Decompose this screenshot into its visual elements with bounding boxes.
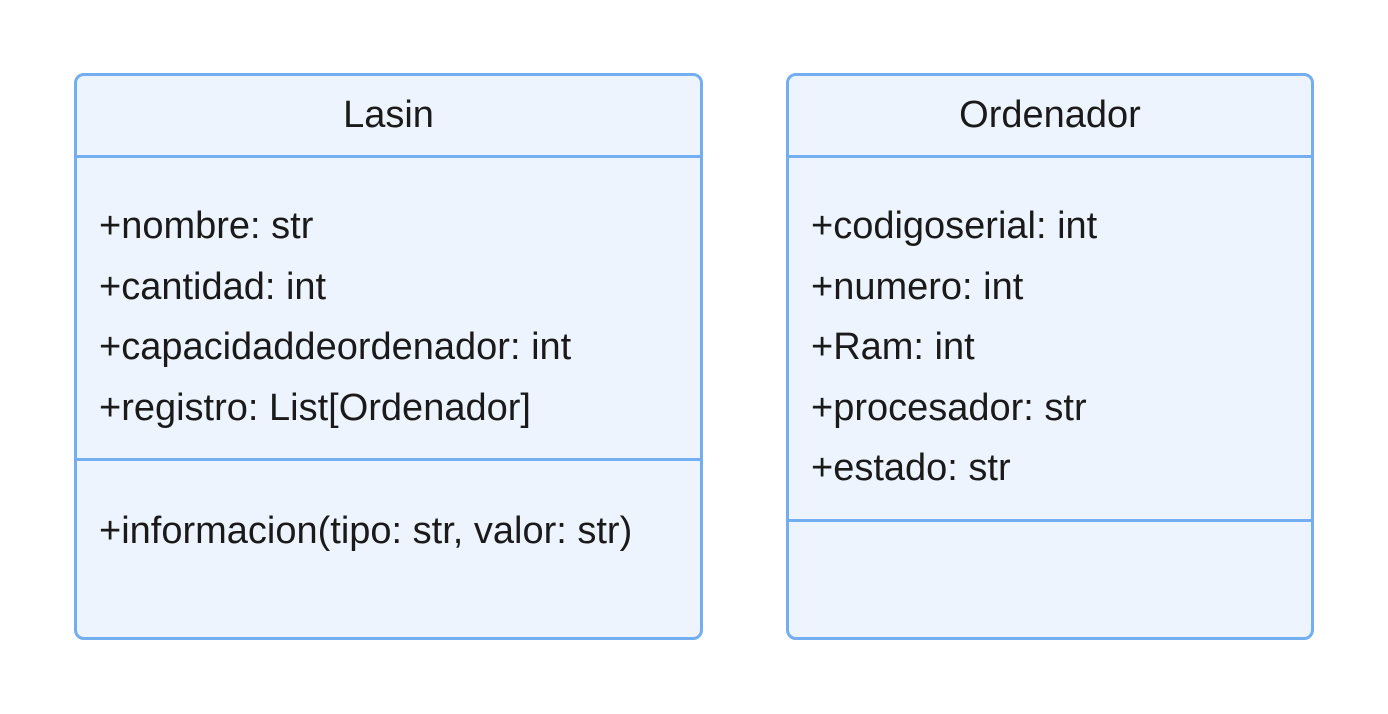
method-informacion: +informacion(tipo: str, valor: str): [99, 510, 633, 552]
methods-section-lasin: +informacion(tipo: str, valor: str): [77, 461, 700, 561]
attributes-section-ordenador: +codigoserial: int +numero: int +Ram: in…: [789, 158, 1311, 522]
class-name-ordenador: Ordenador: [789, 76, 1311, 158]
attribute-numero: +numero: int: [811, 265, 1024, 308]
attribute-nombre: +nombre: str: [99, 205, 314, 247]
attribute-codigoserial: +codigoserial: int: [811, 205, 1098, 247]
attribute-capacidaddeordenador: +capacidaddeordenador: int: [99, 326, 572, 368]
class-box-ordenador: Ordenador +codigoserial: int +numero: in…: [786, 73, 1314, 640]
attributes-section-lasin: +nombre: str +cantidad: int +capacidadde…: [77, 158, 700, 461]
class-name-lasin: Lasin: [77, 76, 700, 158]
attribute-cantidad: +cantidad: int: [99, 265, 327, 308]
attribute-ram: +Ram: int: [811, 326, 975, 368]
attribute-procesador: +procesador: str: [811, 386, 1087, 429]
class-box-lasin: Lasin +nombre: str +cantidad: int +capac…: [74, 73, 703, 640]
attribute-registro: +registro: List[Ordenador]: [99, 386, 531, 429]
attribute-estado: +estado: str: [811, 447, 1011, 489]
